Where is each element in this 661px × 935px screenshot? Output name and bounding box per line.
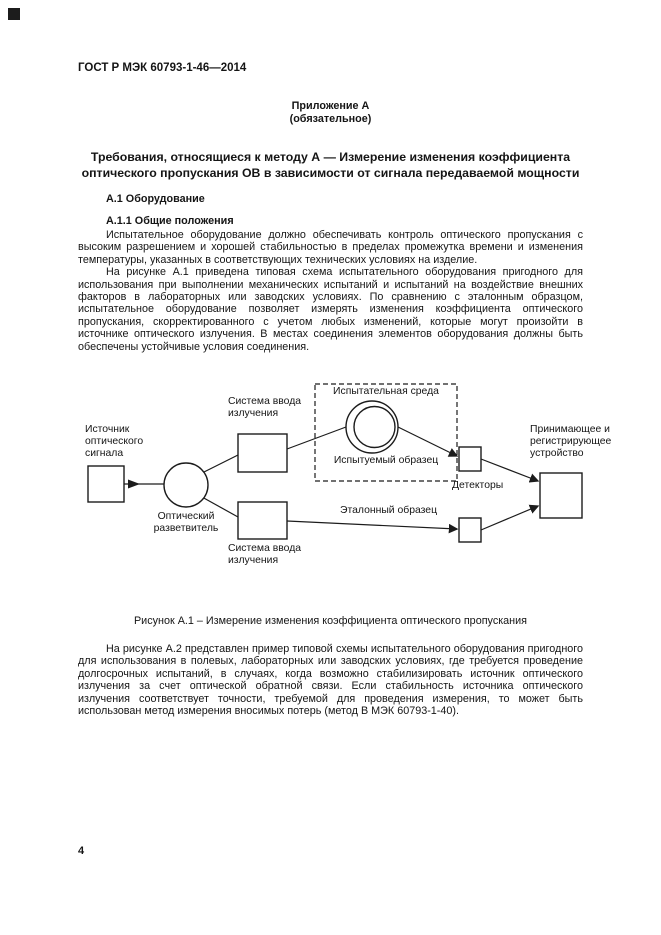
label-optical-source: Источник оптического сигнала [85,424,144,460]
injection-system-top-box [237,433,288,473]
detector-bottom-box [458,517,482,543]
label-receiver: Принимающее и регистрирующее устройство [530,424,612,460]
line-splitter-bottom-injection [201,496,239,518]
scan-corner-mark [8,8,20,20]
diagram-canvas [87,383,583,543]
label-injection-system-top: Система ввода излучения [228,396,302,420]
line-specimen-detector [397,426,459,457]
line-top-detector-receiver [480,458,540,483]
page-content: ГОСТ Р МЭК 60793-1-46—2014 Приложение А … [78,0,611,857]
line-splitter-top-injection [201,454,239,474]
annex-type: (обязательное) [289,113,372,125]
line-bottom-detector-receiver [480,504,540,531]
label-environment-chamber: Испытательная среда [333,386,439,398]
line-top-injection-specimen [286,426,347,450]
receiver-box [539,472,583,519]
optical-splitter-circle [163,462,209,508]
method-title: Требования, относящиеся к методу А — Изм… [81,150,580,180]
annex-label: Приложение А [291,100,370,112]
label-test-specimen: Испытуемый образец [333,455,439,467]
page-number: 4 [78,845,85,857]
specimen-coil-inner [353,405,396,449]
paragraph-2: На рисунке А.1 приведена типовая схема и… [78,266,583,353]
detector-top-box [458,446,482,472]
arrowhead-source-splitter [128,479,140,489]
annex-heading: Приложение А (обязательное) [78,100,583,126]
figure-caption: Рисунок А.1 – Измерение изменения коэффи… [133,615,528,628]
paragraph-1: Испытательное оборудование должно обеспе… [78,229,583,266]
label-optical-splitter: Оптический разветвитель [153,511,219,535]
label-reference-specimen: Эталонный образец [340,505,438,517]
line-reference-detector [286,520,459,534]
label-detectors: Детекторы [452,480,504,492]
document-code: ГОСТ Р МЭК 60793-1-46—2014 [78,62,247,74]
optical-source-box [87,465,125,503]
figure-a1-diagram: Испытательная среда Система ввода излуче… [78,379,611,575]
injection-system-bottom-box [237,501,288,540]
heading-a11-general: А.1.1 Общие положения [106,215,234,227]
label-injection-system-bottom: Система ввода излучения [228,543,302,567]
heading-a1-equipment: А.1 Оборудование [106,193,205,205]
paragraph-3: На рисунке А.2 представлен пример типово… [78,643,583,718]
